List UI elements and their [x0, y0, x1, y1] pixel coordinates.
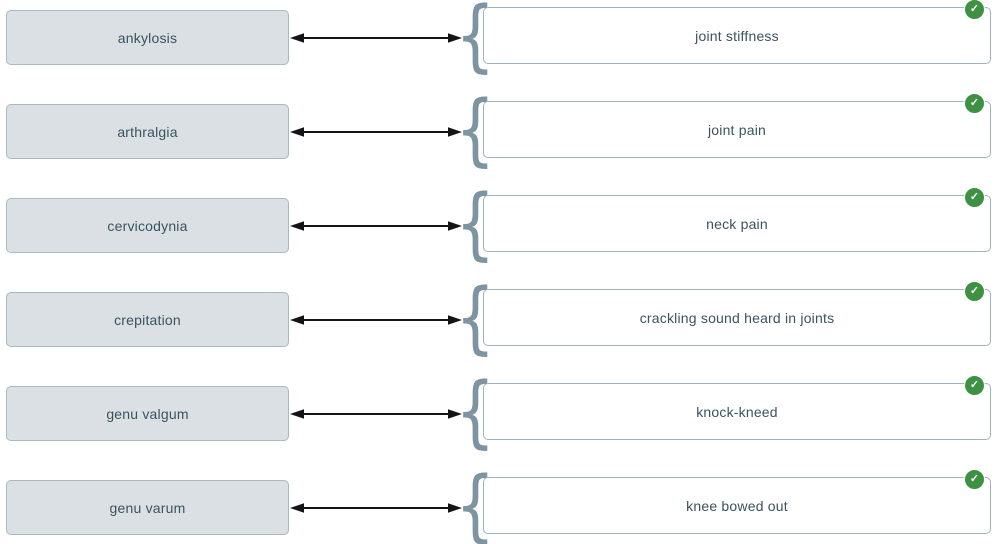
term-label: crepitation	[114, 311, 181, 328]
correct-check-icon: ✓	[964, 375, 985, 396]
definition-label: neck pain	[706, 215, 768, 232]
double-arrow-icon	[289, 406, 463, 422]
match-row: genu valgum { knock-kneed ✓	[0, 367, 1000, 470]
definition-label: knee bowed out	[686, 497, 788, 514]
definition-label: crackling sound heard in joints	[639, 309, 835, 326]
term-label: ankylosis	[117, 29, 178, 46]
brace-icon: {	[455, 461, 496, 544]
brace-icon: {	[455, 85, 496, 175]
definition-card[interactable]: joint stiffness ✓	[483, 0, 991, 64]
term-card[interactable]: genu varum	[6, 480, 289, 535]
brace-icon: {	[455, 367, 496, 457]
term-card[interactable]: crepitation	[6, 292, 289, 347]
correct-check-icon: ✓	[964, 469, 985, 490]
match-row: crepitation { crackling sound heard in j…	[0, 273, 1000, 376]
brace-icon: {	[455, 179, 496, 269]
double-arrow-icon	[289, 30, 463, 46]
definition-card[interactable]: joint pain ✓	[483, 93, 991, 158]
correct-check-icon: ✓	[964, 0, 985, 20]
double-arrow-icon	[289, 218, 463, 234]
definition-card[interactable]: neck pain ✓	[483, 187, 991, 252]
match-row: cervicodynia { neck pain ✓	[0, 179, 1000, 282]
correct-check-icon: ✓	[964, 187, 985, 208]
term-label: cervicodynia	[107, 217, 188, 234]
double-arrow-icon	[289, 500, 463, 516]
double-arrow-icon	[289, 124, 463, 140]
term-label: genu valgum	[106, 405, 189, 422]
double-arrow-icon	[289, 312, 463, 328]
correct-check-icon: ✓	[964, 93, 985, 114]
match-row: genu varum { knee bowed out ✓	[0, 461, 1000, 544]
term-label: genu varum	[109, 499, 186, 516]
term-card[interactable]: ankylosis	[6, 10, 289, 65]
match-row: ankylosis { joint stiffness ✓	[0, 0, 1000, 94]
brace-icon: {	[455, 0, 496, 81]
definition-card[interactable]: knee bowed out ✓	[483, 469, 991, 534]
term-label: arthralgia	[117, 123, 178, 140]
definition-label: joint stiffness	[695, 27, 779, 44]
brace-icon: {	[455, 273, 496, 363]
match-row: arthralgia { joint pain ✓	[0, 85, 1000, 188]
correct-check-icon: ✓	[964, 281, 985, 302]
term-card[interactable]: cervicodynia	[6, 198, 289, 253]
definition-label: joint pain	[707, 121, 767, 138]
definition-card[interactable]: crackling sound heard in joints ✓	[483, 281, 991, 346]
term-card[interactable]: arthralgia	[6, 104, 289, 159]
definition-label: knock-kneed	[696, 403, 778, 420]
term-card[interactable]: genu valgum	[6, 386, 289, 441]
definition-card[interactable]: knock-kneed ✓	[483, 375, 991, 440]
